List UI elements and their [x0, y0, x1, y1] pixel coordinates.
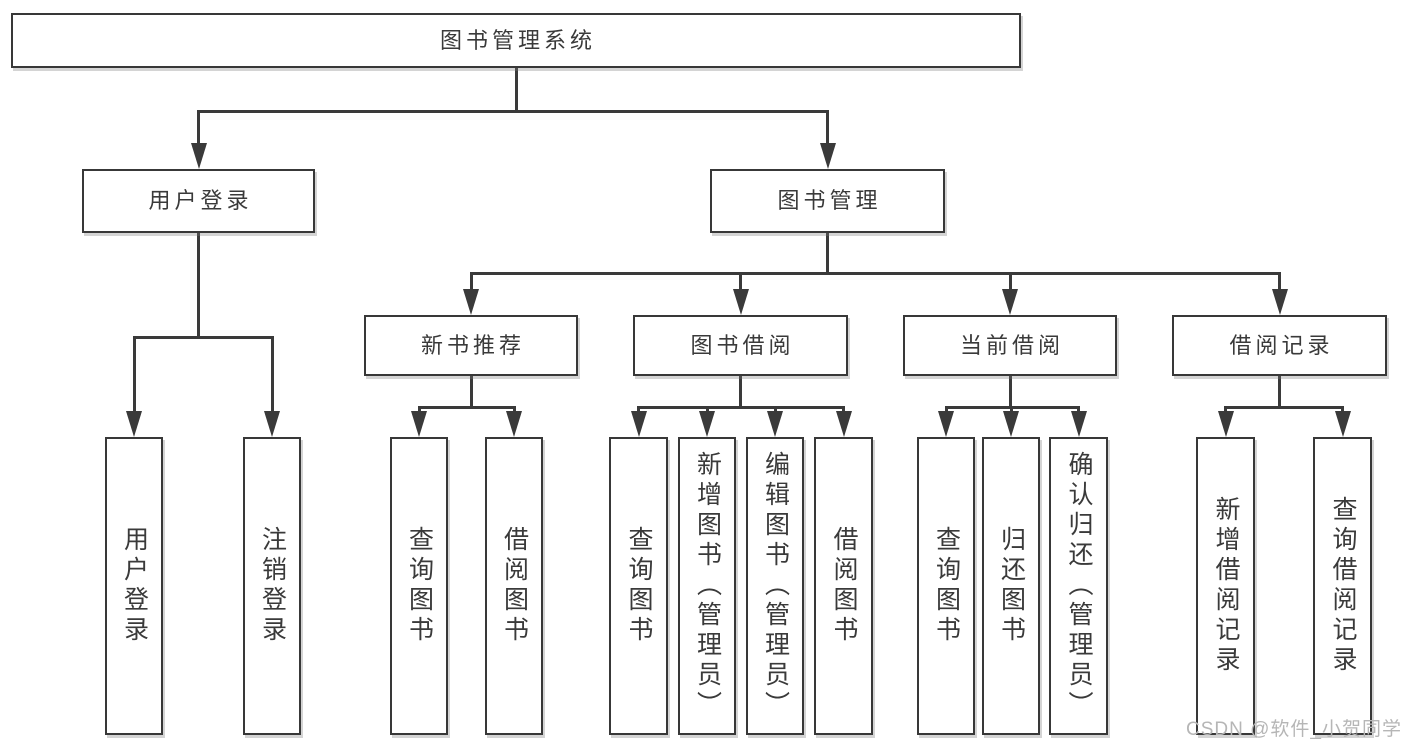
arrowhead-current-query	[938, 411, 954, 437]
node-label-records-add: 新增借阅记录	[1212, 496, 1240, 676]
node-records-query: 查询借阅记录	[1313, 437, 1372, 735]
node-rec: 新书推荐	[364, 315, 578, 376]
connector-drop-login-login	[132, 336, 136, 415]
node-label-borrow-edit: 编辑图书（管理员）	[761, 451, 790, 721]
arrowhead-login-logout	[264, 411, 280, 437]
connector-drop-current	[1008, 272, 1012, 293]
connector-drop-borrow-add	[705, 406, 709, 415]
node-label-current-confirm: 确认归还（管理员）	[1065, 451, 1093, 721]
arrowhead-current-confirm	[1070, 411, 1087, 437]
node-records-add: 新增借阅记录	[1196, 437, 1255, 735]
arrowhead-borrow-edit	[767, 411, 783, 437]
node-current-confirm: 确认归还（管理员）	[1049, 437, 1108, 735]
connector-drop-borrow	[739, 272, 742, 293]
connector-drop-rec-borrow	[512, 406, 516, 415]
connector-stub-current	[1008, 376, 1012, 409]
arrowhead-records	[1271, 289, 1288, 315]
arrowhead-records-query	[1334, 411, 1351, 437]
node-current-query: 查询图书	[917, 437, 975, 735]
node-label-login-login: 用户登录	[120, 526, 149, 646]
node-current: 当前借阅	[903, 315, 1117, 376]
arrowhead-mgmt	[819, 143, 836, 169]
connector-stub-mgmt	[826, 233, 829, 275]
connector-drop-current-return	[1009, 406, 1013, 415]
arrowhead-current	[1002, 289, 1018, 315]
arrowhead-borrow-query	[630, 411, 647, 437]
connector-drop-current-query	[944, 406, 948, 415]
node-label-login-logout: 注销登录	[258, 526, 287, 646]
connector-drop-records	[1278, 272, 1281, 293]
node-borrow-add: 新增图书（管理员）	[678, 437, 736, 735]
node-borrow-query: 查询图书	[609, 437, 668, 735]
watermark: CSDN @软件_小贺同学	[1186, 719, 1402, 740]
node-rec-borrow: 借阅图书	[485, 437, 543, 735]
connector-stub-borrow	[739, 376, 742, 409]
node-label-rec-borrow: 借阅图书	[500, 526, 529, 646]
arrowhead-borrow-borrow	[835, 411, 852, 437]
connector-stub-records	[1278, 376, 1281, 409]
connector-branch-rec	[417, 406, 516, 409]
node-label-rec: 新书推荐	[420, 332, 525, 358]
node-label-borrow-borrow: 借阅图书	[830, 526, 858, 646]
node-borrow: 图书借阅	[633, 315, 848, 376]
node-root: 图书管理系统	[11, 13, 1021, 68]
arrowhead-borrow-add	[699, 411, 715, 437]
node-borrow-borrow: 借阅图书	[814, 437, 873, 735]
node-current-return: 归还图书	[982, 437, 1040, 735]
node-label-root: 图书管理系统	[439, 27, 596, 53]
node-label-current: 当前借阅	[959, 332, 1064, 358]
node-label-login: 用户登录	[148, 188, 253, 213]
node-label-rec-query: 查询图书	[405, 526, 434, 646]
node-mgmt: 图书管理	[710, 169, 945, 233]
connector-stub-rec	[469, 376, 473, 409]
node-label-borrow-add: 新增图书（管理员）	[693, 451, 722, 721]
arrowhead-rec-borrow	[506, 411, 522, 437]
arrowhead-login	[190, 143, 207, 169]
connector-branch-borrow	[637, 406, 845, 409]
connector-drop-current-confirm	[1077, 406, 1080, 415]
node-borrow-edit: 编辑图书（管理员）	[746, 437, 804, 735]
connector-drop-rec-query	[417, 406, 421, 415]
arrowhead-borrow	[732, 289, 749, 315]
arrowhead-current-return	[1003, 411, 1019, 437]
node-login-logout: 注销登录	[243, 437, 301, 735]
node-login-login: 用户登录	[105, 437, 163, 735]
connector-branch-login	[132, 336, 274, 339]
node-login: 用户登录	[82, 169, 315, 233]
connector-branch-mgmt	[469, 272, 1281, 275]
connector-drop-borrow-edit	[773, 406, 777, 415]
connector-stub-login	[197, 233, 200, 339]
node-records: 借阅记录	[1172, 315, 1387, 376]
arrowhead-rec	[463, 289, 479, 315]
connector-drop-mgmt	[826, 110, 829, 147]
node-label-records: 借阅记录	[1229, 332, 1334, 358]
connector-drop-login-logout	[270, 336, 274, 415]
arrowhead-rec-query	[411, 411, 427, 437]
connector-drop-rec	[469, 272, 473, 293]
connector-drop-records-query	[1341, 406, 1344, 415]
node-rec-query: 查询图书	[390, 437, 448, 735]
connector-drop-records-add	[1224, 406, 1227, 415]
connector-stub-root	[514, 68, 518, 113]
connector-drop-borrow-query	[637, 406, 640, 415]
node-label-records-query: 查询借阅记录	[1329, 496, 1357, 676]
connector-drop-login	[197, 110, 200, 147]
arrowhead-login-login	[126, 411, 142, 437]
connector-branch-root	[197, 110, 829, 113]
node-label-borrow-query: 查询图书	[625, 526, 653, 646]
arrowhead-records-add	[1217, 411, 1234, 437]
connector-drop-borrow-borrow	[842, 406, 845, 415]
node-label-current-query: 查询图书	[932, 526, 961, 646]
node-label-borrow: 图书借阅	[690, 332, 795, 358]
node-label-current-return: 归还图书	[997, 526, 1026, 646]
connector-branch-records	[1224, 406, 1344, 409]
node-label-mgmt: 图书管理	[777, 188, 882, 213]
